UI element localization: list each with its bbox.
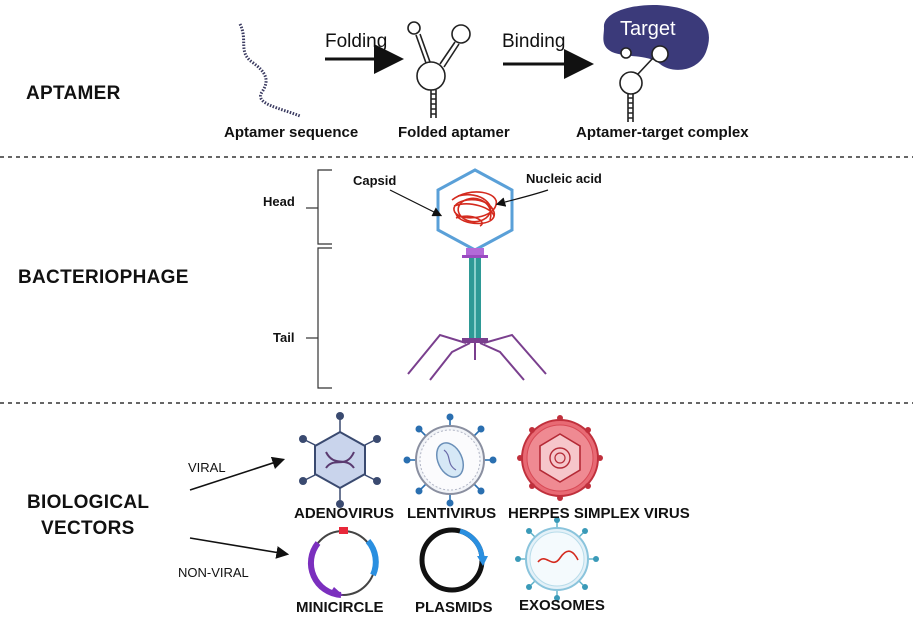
section-label-aptamer: APTAMER — [26, 83, 121, 104]
plasmids-label: PLASMIDS — [415, 599, 493, 616]
nucleic-acid-label: Nucleic acid — [526, 171, 602, 186]
exosomes-label: EXOSOMES — [519, 597, 605, 614]
tail-bracket — [306, 247, 332, 389]
herpes-simplex-icon — [517, 415, 603, 501]
bound-aptamer-icon — [619, 45, 669, 122]
capsid-arrow — [389, 189, 443, 217]
tail-label: Tail — [273, 330, 295, 345]
head-bracket — [306, 169, 332, 245]
lentivirus-label: LENTIVIRUS — [407, 505, 497, 522]
viral-arrow — [189, 456, 286, 491]
aptamer-sequence-strand — [238, 23, 301, 118]
non-viral-label: NON-VIRAL — [178, 565, 249, 580]
target-label: Target — [620, 18, 676, 40]
minicircle-icon — [307, 527, 379, 598]
folded-aptamer-icon — [407, 21, 471, 118]
adenovirus-label: ADENOVIRUS — [294, 505, 395, 522]
folding-label: Folding — [325, 31, 388, 52]
phage-legs-icon — [407, 333, 547, 381]
herpes-simplex-label: HERPES SIMPLEX VIRUS — [508, 505, 690, 522]
section-label-bacteriophage: BACTERIOPHAGE — [18, 267, 189, 288]
phage-tail-icon — [462, 258, 488, 343]
nucleic-acid-icon — [451, 191, 497, 227]
head-label: Head — [263, 194, 295, 209]
aptamer-target-complex-label: Aptamer-target complex — [576, 124, 749, 141]
phage-capsid-icon — [436, 168, 514, 252]
adenovirus-icon — [299, 412, 381, 508]
section-label-vectors-line2: VECTORS — [41, 518, 135, 539]
viral-label: VIRAL — [188, 460, 226, 475]
plasmid-icon — [419, 527, 488, 593]
phage-collar — [462, 248, 488, 258]
lentivirus-icon — [403, 413, 497, 507]
binding-label: Binding — [502, 31, 566, 52]
exosome-icon — [515, 517, 599, 601]
folded-aptamer-label: Folded aptamer — [398, 124, 510, 141]
non-viral-arrow — [189, 537, 290, 559]
aptamer-sequence-label: Aptamer sequence — [224, 124, 359, 141]
capsid-label: Capsid — [353, 173, 397, 188]
nucleic-acid-arrow — [495, 189, 549, 207]
section-label-vectors-line1: BIOLOGICAL — [27, 492, 150, 513]
minicircle-label: MINICIRCLE — [296, 599, 384, 616]
